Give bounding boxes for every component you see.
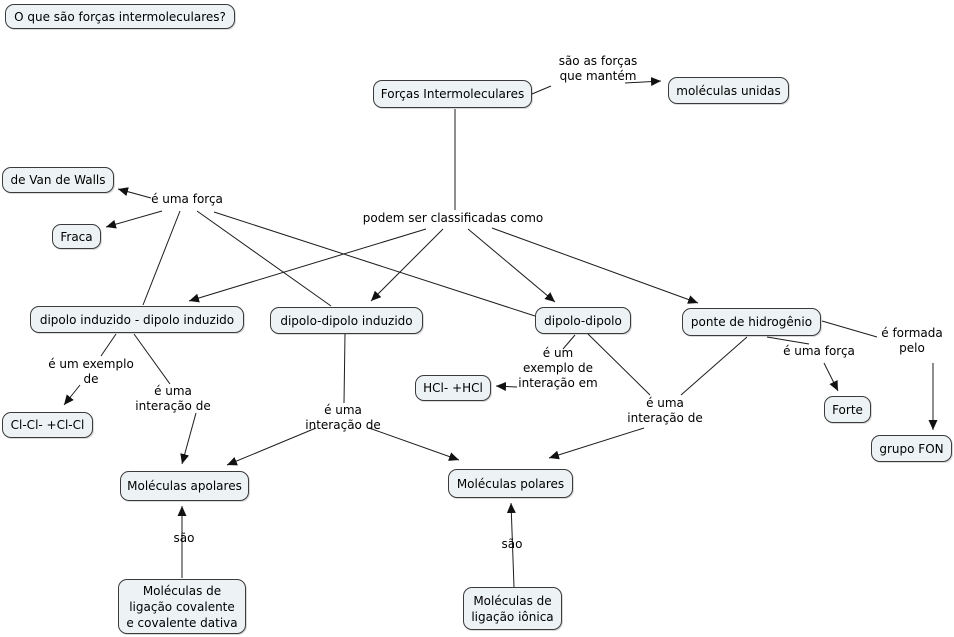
link-label-e-uma-forca-left[interactable]: é uma força [151,192,223,206]
edge-exemplo-de-to-clcl [63,384,81,406]
edge-dipolo-induzido-to-exemplo-de [100,333,117,357]
edge-podem-to-dipolo-dipolo-induzido [370,228,444,302]
link-label-sao-left[interactable]: são [173,531,195,545]
edge-e-uma-forca-to-fraca [105,210,163,229]
edge-dipolo-dipolo-to-exemplo-interacao [562,334,576,350]
edge-interacao-3-to-polares [548,427,645,460]
link-label-e-uma-interacao-2[interactable]: é uma interação de [305,403,381,432]
node-grupo-fon[interactable]: grupo FON [871,435,952,462]
edge-dipolo-dipolo-to-e-uma-forca [213,211,536,317]
edge-podem-to-ponte [491,227,699,304]
node-dipolo-dipolo-induzido[interactable]: dipolo-dipolo induzido [270,307,423,334]
link-label-e-uma-forca-right[interactable]: é uma força [783,344,855,358]
node-forte[interactable]: Forte [824,396,871,423]
edge-dipolo-dipolo-induzido-to-e-uma-forca [196,210,332,307]
node-forcas-intermoleculares[interactable]: Forças Intermoleculares [373,80,532,108]
edge-e-uma-forca-right-to-forte [823,362,839,392]
link-label-e-um-exemplo-de[interactable]: é um exemplo de [48,357,134,386]
edge-e-uma-forca-to-van-de-walls [117,187,152,199]
link-label-e-formada-pelo[interactable]: é formada pelo [881,326,943,355]
edge-sao-as-forcas-to-moleculas-unidas [624,77,662,87]
link-label-sao-right[interactable]: são [501,537,523,551]
link-label-sao-as-forcas-que-mantem[interactable]: são as forças que mantém [558,54,638,83]
edge-forcas-to-sao-as-forcas [531,85,552,95]
node-moleculas-ligacao-covalente[interactable]: Moléculas de ligação covalente e covalen… [118,579,246,634]
node-moleculas-unidas[interactable]: moléculas unidas [668,77,789,104]
edge-interacao-2-to-apolares [226,427,317,466]
node-ponte-de-hidrogenio[interactable]: ponte de hidrogênio [682,308,821,336]
edge-interacao-2-to-polares [368,427,460,461]
edge-dipolo-induzido-to-interacao-1 [133,333,171,385]
node-dipolo-induzido-dipolo-induzido[interactable]: dipolo induzido - dipolo induzido [30,306,244,333]
edge-interacao-1-to-apolares [180,412,197,465]
edge-exemplo-interacao-to-hcl [495,381,518,391]
link-label-e-um-exemplo-interacao-em[interactable]: é um exemplo de interação em [518,346,598,390]
node-van-de-walls[interactable]: de Van de Walls [2,167,114,193]
edge-podem-to-dipolo-dipolo [467,228,556,303]
link-label-e-uma-interacao-1[interactable]: é uma interação de [135,384,211,413]
node-dipolo-dipolo[interactable]: dipolo-dipolo [535,307,631,334]
edge-ionica-to-polares [506,502,516,588]
edge-ponte-to-interacao-3 [680,336,748,396]
link-label-podem-ser-classificadas[interactable]: podem ser classificadas como [362,211,544,225]
link-label-e-uma-interacao-3[interactable]: é uma interação de [627,396,703,425]
edge-dipolo-dipolo-to-interacao-3 [587,333,651,396]
focus-question-node[interactable]: O que são forças intermoleculares? [5,4,235,29]
edge-dipolo-dipolo-induzido-to-interacao-2 [343,333,346,404]
node-fraca[interactable]: Fraca [52,224,101,249]
edge-podem-to-dipolo-induzido [188,228,427,303]
node-hcl-exemplo[interactable]: HCl- +HCl [415,375,491,401]
node-moleculas-ligacao-ionica[interactable]: Moléculas de ligação iônica [463,587,562,630]
edge-ponte-to-e-formada-pelo [821,320,878,338]
node-moleculas-polares[interactable]: Moléculas polares [448,469,573,498]
node-clcl-exemplo[interactable]: Cl-Cl- +Cl-Cl [2,412,93,438]
node-moleculas-apolares[interactable]: Moléculas apolares [120,471,249,501]
edge-dipolo-induzido-to-e-uma-forca [142,210,181,306]
edge-ponte-to-e-uma-forca-right [766,336,810,345]
